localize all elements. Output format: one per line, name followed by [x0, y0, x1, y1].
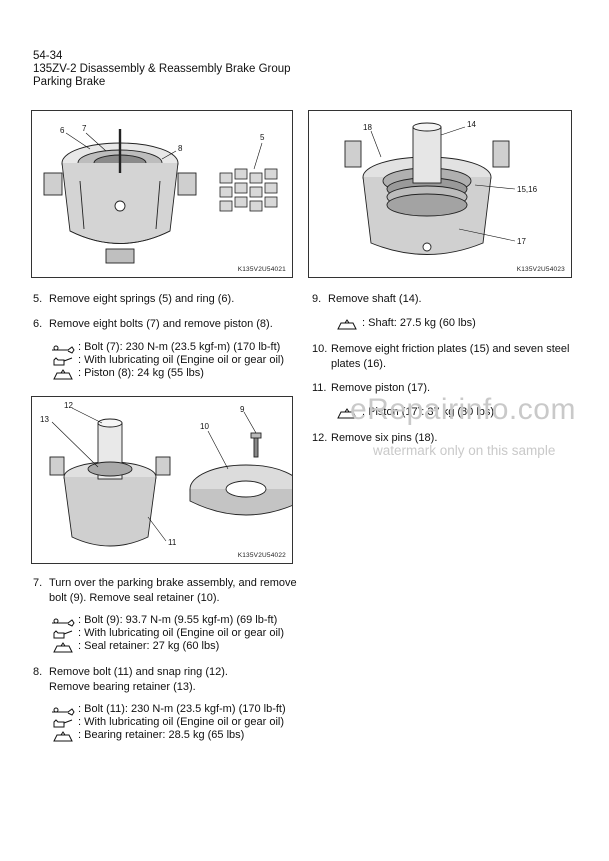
callout-13: 13 — [40, 415, 49, 424]
figure-seal-retainer: 12 13 9 10 11 K135V2U54022 — [31, 396, 293, 564]
callout-8: 8 — [178, 144, 183, 153]
brake-housing-illustration: 6 7 8 5 — [43, 124, 278, 264]
callout-7: 7 — [82, 124, 87, 133]
spec-weight-seal-retainer: : Seal retainer: 27 kg (60 lbs) — [50, 640, 219, 653]
step-8: 8.Remove bolt (11) and snap ring (12). R… — [33, 666, 228, 693]
oil-can-icon — [53, 718, 73, 727]
figure-springs-piston: 6 7 8 5 K135V2U54021 — [31, 110, 293, 278]
torque-wrench-icon — [52, 707, 75, 716]
weight-icon — [337, 407, 357, 418]
step-6: 6.Remove eight bolts (7) and remove pist… — [33, 318, 273, 330]
spec-weight-shaft: : Shaft: 27.5 kg (60 lbs) — [334, 317, 476, 330]
callout-9: 9 — [240, 405, 245, 414]
callout-12: 12 — [64, 401, 73, 410]
weight-icon — [53, 730, 73, 741]
step-10: 10.Remove eight friction plates (15) and… — [312, 343, 570, 370]
section-title: Parking Brake — [33, 76, 106, 88]
spec-weight-bearing-retainer: : Bearing retainer: 28.5 kg (65 lbs) — [50, 729, 244, 742]
weight-icon — [53, 368, 73, 379]
seal-retainer-illustration: 12 13 9 10 11 — [40, 401, 292, 547]
spec-lubricating-oil: : With lubricating oil (Engine oil or ge… — [50, 716, 284, 729]
step-7: 7.Turn over the parking brake assembly, … — [33, 577, 297, 604]
callout-15-16: 15,16 — [517, 185, 538, 194]
oil-can-icon — [53, 356, 73, 365]
spec-lubricating-oil: : With lubricating oil (Engine oil or ge… — [50, 627, 284, 640]
figure-code: K135V2U54021 — [237, 266, 286, 273]
figure-code: K135V2U54022 — [237, 552, 286, 559]
callout-5: 5 — [260, 133, 265, 142]
callout-17: 17 — [517, 237, 526, 246]
weight-icon — [337, 318, 357, 329]
torque-wrench-icon — [52, 345, 75, 354]
torque-wrench-icon — [52, 618, 75, 627]
spec-weight-piston-17: : Piston (17): 37 kg (80 lbs) — [334, 406, 494, 419]
callout-10: 10 — [200, 422, 209, 431]
callout-14: 14 — [467, 120, 476, 129]
spec-torque-bolt-9: : Bolt (9): 93.7 N-m (9.55 kgf-m) (69 lb… — [50, 614, 277, 627]
watermark-note: watermark only on this sample — [373, 443, 556, 458]
callout-6: 6 — [60, 126, 65, 135]
step-5: 5.Remove eight springs (5) and ring (6). — [33, 293, 235, 305]
page-number: 54-34 — [33, 50, 63, 62]
step-11: 11.Remove piston (17). — [312, 382, 431, 394]
figure-shaft-plates: 18 14 15,16 17 K135V2U54023 — [308, 110, 572, 278]
spec-lubricating-oil: : With lubricating oil (Engine oil or ge… — [50, 354, 284, 367]
spec-torque-bolt-11: : Bolt (11): 230 N-m (23.5 kgf-m) (170 l… — [50, 703, 286, 716]
step-12: 12.Remove six pins (18). — [312, 432, 438, 444]
step-9: 9.Remove shaft (14). — [312, 293, 422, 305]
document-title: 135ZV-2 Disassembly & Reassembly Brake G… — [33, 63, 291, 75]
spec-torque-bolt-7: : Bolt (7): 230 N-m (23.5 kgf-m) (170 lb… — [50, 341, 280, 354]
watermark-brand: eRepairinfo.com — [350, 393, 576, 426]
brake-plates-illustration: 18 14 15,16 17 — [344, 120, 538, 255]
oil-can-icon — [53, 629, 73, 638]
spec-weight-piston-8: : Piston (8): 24 kg (55 lbs) — [50, 367, 204, 380]
callout-18: 18 — [363, 123, 372, 132]
figure-code: K135V2U54023 — [516, 266, 565, 273]
callout-11: 11 — [168, 538, 177, 547]
weight-icon — [53, 641, 73, 652]
